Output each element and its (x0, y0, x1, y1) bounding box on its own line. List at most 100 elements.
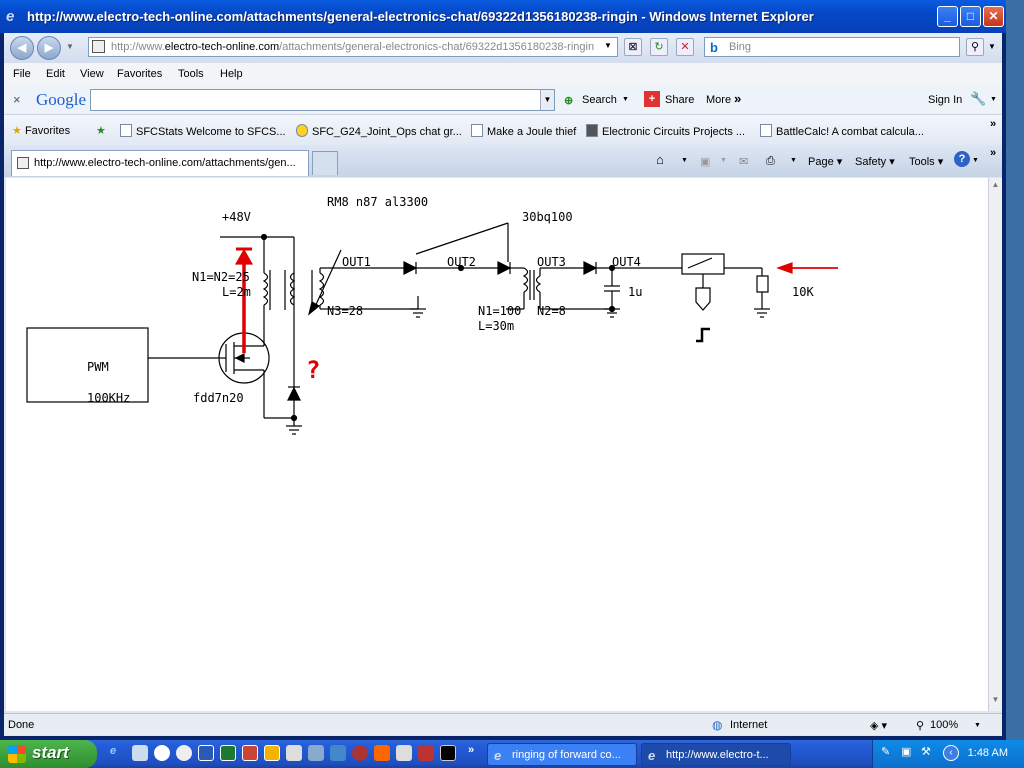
label-tertiary: N3=28 (327, 304, 363, 318)
scroll-up-icon[interactable]: ▲ (991, 180, 1000, 189)
app-red-icon[interactable] (418, 745, 434, 761)
safety-menu[interactable]: Safety ▾ (855, 156, 895, 168)
close-button[interactable]: ✕ (983, 6, 1004, 27)
bug-icon[interactable] (352, 745, 368, 761)
bing-search-input[interactable]: b Bing (704, 37, 960, 57)
google-search-input[interactable]: ▼ (90, 89, 555, 111)
favorite-link-joule-thief[interactable]: Make a Joule thief (471, 124, 576, 138)
menu-tools[interactable]: Tools (178, 68, 204, 80)
diode-3 (583, 261, 598, 275)
menu-view[interactable]: View (80, 68, 104, 80)
network-icon[interactable] (308, 745, 324, 761)
command-overflow-icon[interactable]: » (990, 147, 997, 159)
quicklaunch-overflow-icon[interactable]: » (468, 744, 475, 756)
google-search-dropdown-icon[interactable]: ▼ (540, 90, 554, 110)
url-path: /attachments/general-electronics-chat/69… (279, 41, 595, 53)
menu-edit[interactable]: Edit (46, 68, 65, 80)
tab-active[interactable]: http://www.electro-tech-online.com/attac… (11, 150, 309, 176)
address-dropdown-icon[interactable]: ▼ (604, 41, 612, 50)
favorites-button[interactable]: ★ Favorites (12, 124, 70, 137)
favorite-link-sfc-g24[interactable]: SFC_G24_Joint_Ops chat gr... (296, 124, 462, 138)
powerpoint-icon[interactable] (242, 745, 258, 761)
home-icon[interactable]: ⌂ (656, 152, 664, 167)
favorite-link-battlecalc[interactable]: BattleCalc! A combat calcula... (760, 124, 924, 138)
toolbar-close-icon[interactable]: × (13, 92, 21, 107)
start-button[interactable]: start (0, 740, 97, 768)
bing-placeholder: Bing (729, 41, 752, 53)
grid-icon[interactable] (396, 745, 412, 761)
refresh-icon[interactable]: ↻ (650, 38, 668, 56)
tool-icon[interactable] (330, 745, 346, 761)
search-icon[interactable]: ⚲ (966, 38, 984, 56)
add-favorite-icon[interactable]: ★ (96, 125, 106, 137)
google-search-button[interactable]: Search (582, 94, 617, 106)
maximize-button[interactable]: □ (960, 6, 981, 27)
menu-favorites[interactable]: Favorites (117, 68, 163, 80)
share-button[interactable]: Share (665, 94, 695, 106)
minimize-button[interactable]: _ (937, 6, 958, 27)
sign-in-button[interactable]: Sign In (928, 94, 963, 106)
zoom-icon[interactable]: ⚲ (916, 720, 925, 732)
favorites-label: Favorites (24, 125, 71, 137)
ie-icon: e (648, 748, 656, 763)
zoom-level[interactable]: 100% (930, 719, 959, 731)
stop-icon[interactable]: ✕ (676, 38, 694, 56)
help-dropdown-icon[interactable]: ▼ (972, 157, 979, 164)
protected-mode-icon[interactable]: ◈ ▾ (870, 720, 888, 732)
label-question: ? (306, 356, 320, 384)
word-icon[interactable] (198, 745, 214, 761)
tray-network-icon[interactable]: ▣ (901, 746, 912, 758)
tray-pen-icon[interactable]: ✎ (881, 746, 891, 758)
scroll-down-icon[interactable]: ▼ (991, 695, 1000, 704)
ie-icon: e (494, 748, 502, 763)
ie-quicklaunch-icon[interactable]: e (110, 745, 117, 757)
new-tab-button[interactable] (312, 151, 338, 175)
address-input[interactable]: http://www.electro-tech-online.com/attac… (88, 37, 618, 57)
transformer-2-primary (522, 267, 529, 293)
menu-help[interactable]: Help (220, 68, 243, 80)
forward-button[interactable]: ▶ (37, 36, 61, 60)
primary-winding (262, 272, 269, 306)
app-quicklaunch-icon[interactable] (132, 745, 148, 761)
tray-tool-icon[interactable]: ⚒ (921, 746, 931, 758)
search-options-icon[interactable]: ▼ (988, 42, 996, 51)
wrench-dropdown-icon[interactable]: ▼ (990, 96, 997, 103)
home-dropdown-icon[interactable]: ▼ (681, 157, 688, 164)
start-label: start (32, 743, 69, 762)
menu-file[interactable]: File (13, 68, 31, 80)
label-secondary-l: L=30m (478, 319, 514, 333)
zoom-dropdown-icon[interactable]: ▼ (974, 722, 981, 729)
recent-pages-icon[interactable]: ▼ (66, 42, 74, 51)
favorite-link-electronic-circuits[interactable]: Electronic Circuits Projects ... (586, 124, 745, 138)
excel-icon[interactable] (220, 745, 236, 761)
tools-menu[interactable]: Tools ▾ (909, 156, 944, 168)
console-icon[interactable] (440, 745, 456, 761)
compatibility-icon[interactable]: ⊠ (624, 38, 642, 56)
favorite-link-sfcstats[interactable]: SFCStats Welcome to SFCS... (120, 124, 286, 138)
print-dropdown-icon[interactable]: ▼ (790, 157, 797, 164)
app-icon[interactable] (264, 745, 280, 761)
label-primary: N1=N2=25 (192, 270, 250, 284)
fire-icon[interactable] (374, 745, 390, 761)
mail-icon[interactable]: ✉ (739, 156, 749, 168)
favorites-overflow-icon[interactable]: » (990, 118, 997, 130)
print-icon[interactable]: ⎙ (766, 155, 775, 167)
tray-expand-icon[interactable]: ‹ (943, 745, 959, 761)
favorite-label: Electronic Circuits Projects ... (602, 126, 746, 138)
feeds-icon[interactable]: ▣ (700, 156, 711, 168)
more-chevron-icon[interactable]: » (734, 91, 742, 106)
favorite-label: SFC_G24_Joint_Ops chat gr... (312, 126, 462, 138)
page-menu[interactable]: Page ▾ (808, 156, 843, 168)
more-button[interactable]: More (706, 94, 732, 106)
back-button[interactable]: ◀ (10, 36, 34, 60)
help-icon[interactable]: ? (954, 151, 970, 167)
media-player-icon[interactable] (176, 745, 192, 761)
wrench-icon[interactable]: 🔧 (970, 91, 987, 106)
vertical-scrollbar[interactable]: ▲ ▼ (988, 178, 1002, 711)
search-dropdown-icon[interactable]: ▼ (622, 96, 629, 103)
feeds-dropdown-icon[interactable]: ▼ (720, 157, 727, 164)
media-quicklaunch-icon[interactable] (154, 745, 170, 761)
calculator-icon[interactable] (286, 745, 302, 761)
